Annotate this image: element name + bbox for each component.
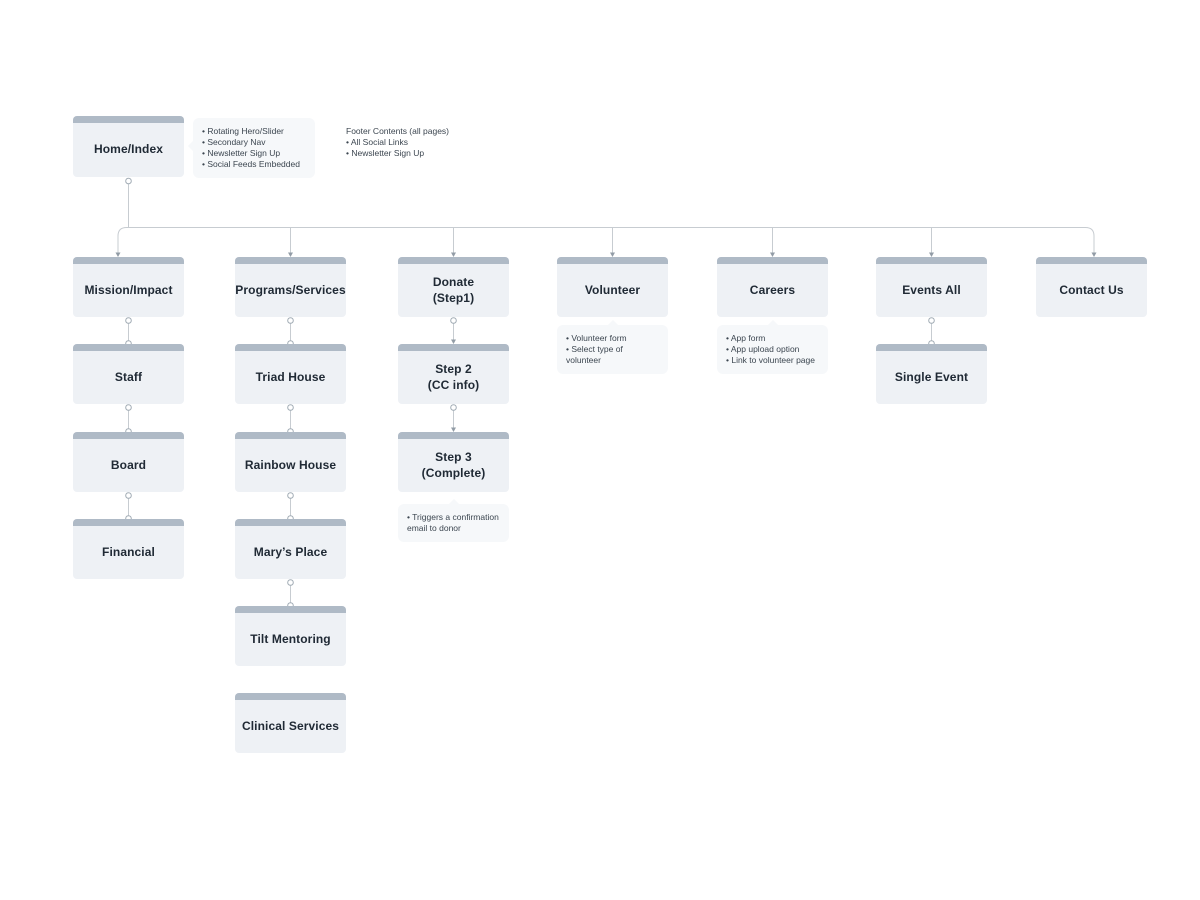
node-marys-place[interactable]: Mary’s Place [235, 519, 346, 579]
node-top-bar [235, 432, 346, 439]
node-careers[interactable]: Careers [717, 257, 828, 317]
node-label: Volunteer [584, 282, 641, 297]
note-volunteer-details: • Volunteer form • Select type of volunt… [557, 320, 668, 374]
node-top-bar [717, 257, 828, 264]
note-tail-icon [448, 499, 459, 504]
node-home-index[interactable]: Home/Index [73, 116, 184, 177]
node-top-bar [235, 693, 346, 700]
node-label: Home/Index [93, 142, 163, 157]
note-line: • Select type of volunteer [566, 344, 623, 365]
node-top-bar [398, 432, 509, 439]
note-line: • Volunteer form [566, 333, 627, 343]
note-line: • Newsletter Sign Up [202, 148, 281, 158]
node-board[interactable]: Board [73, 432, 184, 492]
node-top-bar [876, 257, 987, 264]
node-top-bar [235, 257, 346, 264]
node-single-event[interactable]: Single Event [876, 344, 987, 404]
node-volunteer[interactable]: Volunteer [557, 257, 668, 317]
node-label: Mary’s Place [253, 544, 328, 559]
node-programs-services[interactable]: Programs/Services [235, 257, 346, 317]
note-tail-icon [767, 320, 778, 325]
node-top-bar [398, 344, 509, 351]
node-top-bar [557, 257, 668, 264]
note-line: • Secondary Nav [202, 137, 266, 147]
node-label: Contact Us [1059, 282, 1124, 297]
node-tilt-mentoring[interactable]: Tilt Mentoring [235, 606, 346, 666]
node-top-bar [73, 344, 184, 351]
node-triad-house[interactable]: Triad House [235, 344, 346, 404]
node-step2-cc-info[interactable]: Step 2 (CC info) [398, 344, 509, 404]
node-label: Careers [749, 282, 796, 297]
node-step3-complete[interactable]: Step 3 (Complete) [398, 432, 509, 492]
node-top-bar [876, 344, 987, 351]
note-careers-details: • App form • App upload option • Link to… [717, 320, 828, 374]
node-mission-impact[interactable]: Mission/Impact [73, 257, 184, 317]
connector-tree-rail [117, 227, 1095, 253]
note-line: • App form [726, 333, 766, 343]
note-tail-icon [188, 141, 193, 151]
node-label: Events All [902, 282, 961, 297]
node-label: Step 2 (CC info) [427, 361, 480, 392]
node-top-bar [73, 519, 184, 526]
node-label: Financial [102, 544, 155, 559]
node-top-bar [1036, 257, 1147, 264]
note-line: • All Social Links [346, 137, 409, 147]
node-top-bar [73, 432, 184, 439]
node-label: Donate (Step1) [432, 274, 475, 305]
note-line: • Link to volunteer page [726, 355, 815, 365]
node-top-bar [73, 116, 184, 123]
node-label: Staff [114, 369, 143, 384]
node-top-bar [73, 257, 184, 264]
node-label: Triad House [255, 369, 326, 384]
node-staff[interactable]: Staff [73, 344, 184, 404]
note-home-features: • Rotating Hero/Slider • Secondary Nav •… [188, 118, 315, 178]
note-line: • Triggers a confirmation email to donor [407, 512, 499, 533]
node-label: Single Event [894, 369, 969, 384]
node-label: Programs/Services [235, 282, 346, 297]
node-label: Clinical Services [241, 718, 340, 733]
node-rainbow-house[interactable]: Rainbow House [235, 432, 346, 492]
note-line: • Newsletter Sign Up [346, 148, 425, 158]
node-donate-step1[interactable]: Donate (Step1) [398, 257, 509, 317]
node-top-bar [235, 606, 346, 613]
note-footer-contents: Footer Contents (all pages) • All Social… [346, 126, 486, 159]
node-events-all[interactable]: Events All [876, 257, 987, 317]
node-clinical-services[interactable]: Clinical Services [235, 693, 346, 753]
note-tail-icon [607, 320, 618, 325]
note-title: Footer Contents (all pages) [346, 126, 449, 136]
node-top-bar [235, 344, 346, 351]
node-label: Rainbow House [244, 457, 337, 472]
node-label: Step 3 (Complete) [421, 449, 486, 480]
node-top-bar [235, 519, 346, 526]
node-label: Tilt Mentoring [250, 631, 331, 646]
note-line: • Social Feeds Embedded [202, 159, 300, 169]
node-contact-us[interactable]: Contact Us [1036, 257, 1147, 317]
node-financial[interactable]: Financial [73, 519, 184, 579]
note-line: • App upload option [726, 344, 800, 354]
note-donate-confirmation: • Triggers a confirmation email to donor [398, 499, 509, 542]
node-label: Board [110, 457, 147, 472]
note-line: • Rotating Hero/Slider [202, 126, 284, 136]
node-top-bar [398, 257, 509, 264]
node-label: Mission/Impact [84, 282, 173, 297]
